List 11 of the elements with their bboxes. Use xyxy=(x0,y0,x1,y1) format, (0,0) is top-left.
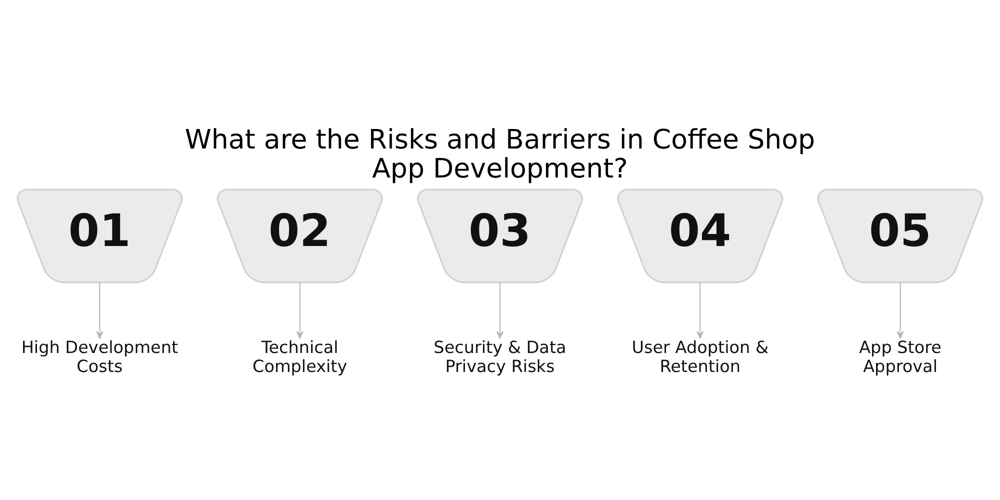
arrow xyxy=(96,282,104,338)
arrow xyxy=(496,282,504,338)
node-text: Technical Complexity xyxy=(252,336,348,376)
node-text: App Store Approval xyxy=(859,336,942,376)
arrow xyxy=(896,282,904,338)
arrow xyxy=(696,282,704,338)
node-text: High Development Costs xyxy=(21,336,178,376)
node-text: Security & Data Privacy Risks xyxy=(434,336,566,376)
diagram-title: What are the Risks and Barriers in Coffee Shop App Development? xyxy=(184,124,816,184)
arrow xyxy=(296,282,304,338)
node-text: User Adoption & Retention xyxy=(632,336,769,376)
